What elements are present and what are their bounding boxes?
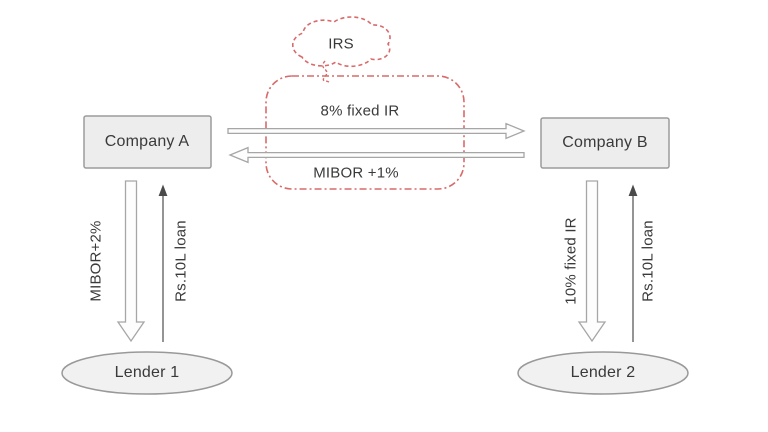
lender1-ellipse: [61, 351, 233, 395]
arrow-lender1-to-a-head: [158, 184, 168, 196]
left-payment-label: MIBOR+2%: [87, 220, 105, 302]
swap-flow-b-to-a-label: MIBOR +1%: [313, 164, 399, 182]
company-b-box: [540, 117, 670, 169]
arrow-a-to-b: [227, 122, 526, 140]
lender2-label: Lender 2: [570, 364, 636, 381]
arrow-b-to-lender2: [577, 180, 607, 343]
company-a-box: [83, 115, 212, 169]
right-payment-label: 10% fixed IR: [562, 217, 580, 305]
arrow-lender2-to-b-head: [628, 184, 638, 196]
irs-cloud-label: IRS: [328, 35, 354, 53]
cloud-connector-squiggle: [322, 60, 331, 84]
lender2-ellipse: [517, 351, 689, 395]
company-a-label: Company A: [104, 133, 190, 150]
left-loan-label: Rs.10L loan: [172, 220, 190, 302]
swap-flow-a-to-b-label: 8% fixed IR: [320, 102, 400, 120]
company-b-label: Company B: [562, 134, 648, 151]
arrow-a-to-lender1: [116, 180, 146, 343]
arrow-b-to-a: [228, 146, 525, 164]
lender1-label: Lender 1: [114, 364, 180, 381]
right-loan-label: Rs.10L loan: [639, 220, 657, 302]
irs-cloud-outline: [291, 16, 391, 68]
